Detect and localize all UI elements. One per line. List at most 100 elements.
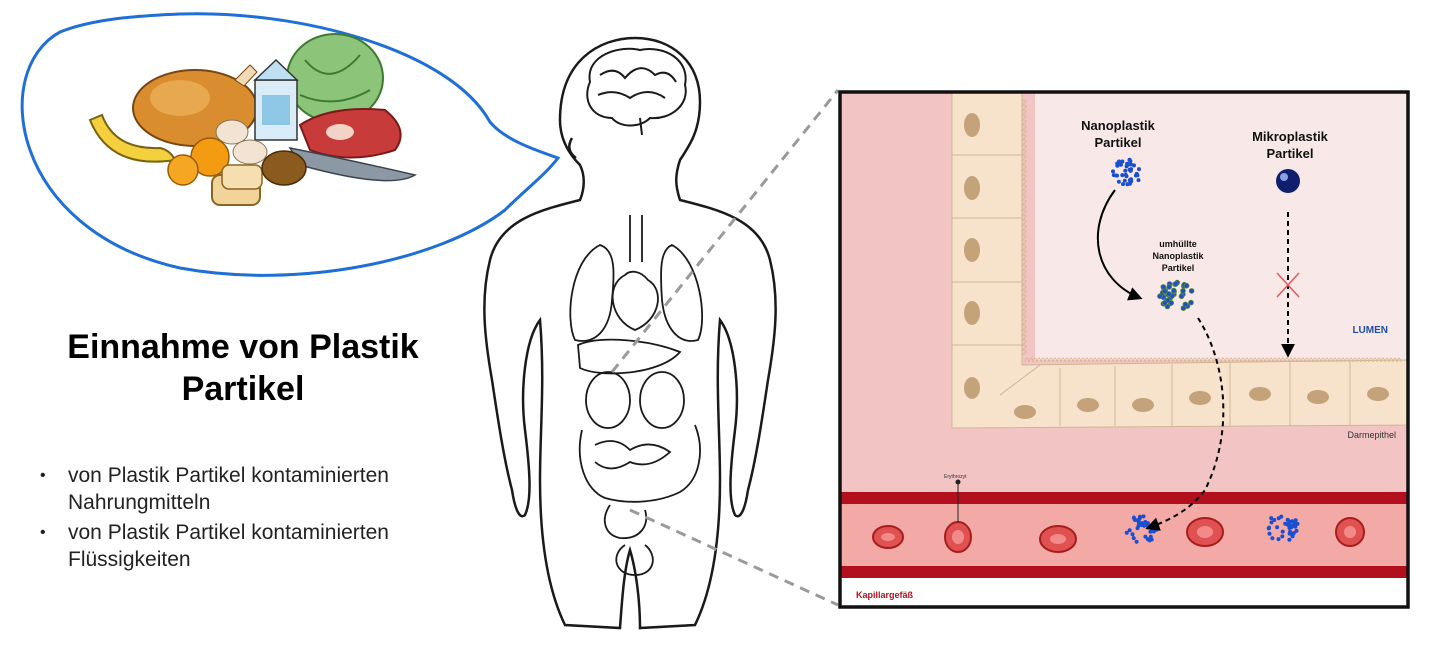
nanoplastic-in-blood-icon-2 <box>1266 514 1300 542</box>
particle-dot <box>1127 528 1132 533</box>
particle-dot <box>1123 172 1128 177</box>
particle-dot <box>1287 531 1292 536</box>
particle-dot <box>1269 516 1274 521</box>
coated-nanoplastic-particles-icon <box>1157 279 1195 312</box>
particle-dot <box>1276 516 1281 521</box>
particle-dot <box>1129 162 1133 167</box>
particle-dot <box>1137 514 1142 519</box>
particle-dot <box>1172 281 1179 287</box>
coated-label-line2: Nanoplastik <box>1152 251 1204 261</box>
particle-dot <box>1135 526 1140 531</box>
particle-dot <box>1285 517 1290 522</box>
particle-dot <box>1122 178 1127 183</box>
erythrocyte-label: Erythrozyt <box>944 474 967 480</box>
human-body-outline <box>483 36 777 630</box>
particle-dot <box>1280 529 1285 534</box>
particle-dot <box>1124 164 1129 169</box>
particle-dot <box>1124 530 1129 535</box>
particle-dot <box>1121 182 1125 187</box>
particle-dot <box>1130 532 1135 537</box>
particle-dot <box>1287 526 1292 530</box>
particle-dot <box>1134 539 1139 544</box>
nanoplastic-label-line1: Nanoplastik <box>1081 118 1155 133</box>
particle-dot <box>1111 173 1116 178</box>
particle-dot <box>1115 163 1120 168</box>
particle-dot <box>1141 514 1146 519</box>
particle-dot <box>1166 284 1172 290</box>
particle-dot <box>1143 534 1148 539</box>
particle-dot <box>1183 282 1190 289</box>
page-title: Einnahme von Plastik Partikel <box>67 328 419 408</box>
particle-dot <box>1118 162 1123 167</box>
organs-icon <box>569 215 704 576</box>
particle-dot <box>1180 305 1187 312</box>
particle-dot <box>1188 299 1194 306</box>
bullet-list: von Plastik Partikel kontaminierten Nahr… <box>38 462 498 576</box>
particle-dot <box>1149 537 1154 542</box>
particle-dot <box>1267 525 1272 530</box>
capillary-label: Kapillargefäß <box>856 590 914 600</box>
particle-dot <box>1280 534 1285 539</box>
particle-dot <box>1111 169 1115 174</box>
particle-dot <box>1269 520 1274 525</box>
zoom-connector-lines <box>610 89 840 607</box>
particle-dot <box>1116 179 1121 184</box>
particle-dot <box>1148 529 1153 534</box>
particle-dot <box>1136 520 1141 525</box>
particle-dot <box>1145 537 1150 542</box>
coated-label-line3: Partikel <box>1162 263 1195 273</box>
particle-dot <box>1188 288 1195 294</box>
particle-dot <box>1270 536 1275 541</box>
coated-label-line1: umhüllte <box>1159 239 1197 249</box>
pathway-arrows <box>1096 189 1295 531</box>
particle-dot <box>1272 518 1277 522</box>
particle-dot <box>1283 521 1288 526</box>
particle-dot <box>1154 527 1159 532</box>
particle-dot <box>1157 293 1163 300</box>
particle-dot <box>1287 537 1292 542</box>
particle-dot <box>1152 520 1157 525</box>
particle-dot <box>1164 303 1171 310</box>
microplastic-label-line1: Mikroplastik <box>1252 129 1329 144</box>
particle-dot <box>1120 173 1125 178</box>
food-illustration-icon <box>88 33 417 206</box>
particle-dot <box>1128 168 1133 173</box>
particle-dot <box>1287 522 1292 527</box>
particle-dot <box>1160 284 1167 290</box>
particle-dot <box>1133 173 1138 178</box>
particle-dot <box>1178 293 1185 300</box>
particle-dot <box>1275 525 1280 530</box>
erythrocytes <box>872 479 1365 553</box>
particle-dot <box>1132 163 1136 168</box>
epithelium-vertical <box>951 92 1027 363</box>
nanoplastic-particles-icon <box>1111 157 1141 187</box>
particle-dot <box>1133 518 1138 522</box>
lumen-label: LUMEN <box>1352 325 1388 336</box>
particle-dot <box>1166 291 1172 297</box>
particle-dot <box>1127 157 1132 162</box>
particle-dot <box>1171 287 1177 294</box>
particle-dot <box>1294 528 1299 533</box>
particle-dot <box>1123 168 1128 173</box>
capillary-vessel <box>840 492 1408 607</box>
particle-dot <box>1180 288 1186 294</box>
blocked-cross-icon <box>1276 272 1300 298</box>
particle-dot <box>1162 299 1168 306</box>
particle-dot <box>1136 178 1141 183</box>
particle-dot <box>1139 523 1144 527</box>
epithelium-horizontal <box>951 344 1408 429</box>
particle-dot <box>1137 167 1141 172</box>
particle-dot <box>1293 522 1298 527</box>
nanoplastic-label-line2: Partikel <box>1095 135 1142 150</box>
microplastic-label-line2: Partikel <box>1267 146 1314 161</box>
particle-dot <box>1276 537 1281 542</box>
particle-dot <box>1120 159 1125 164</box>
particle-dot <box>1267 531 1272 536</box>
particle-dot <box>1127 178 1132 183</box>
particle-dot <box>1125 182 1130 187</box>
list-item: von Plastik Partikel kontaminierten Nahr… <box>38 462 498 516</box>
epithelium-label: Darmepithel <box>1347 430 1396 440</box>
brain-icon <box>586 47 687 136</box>
microplastic-particle-icon <box>1276 169 1300 193</box>
